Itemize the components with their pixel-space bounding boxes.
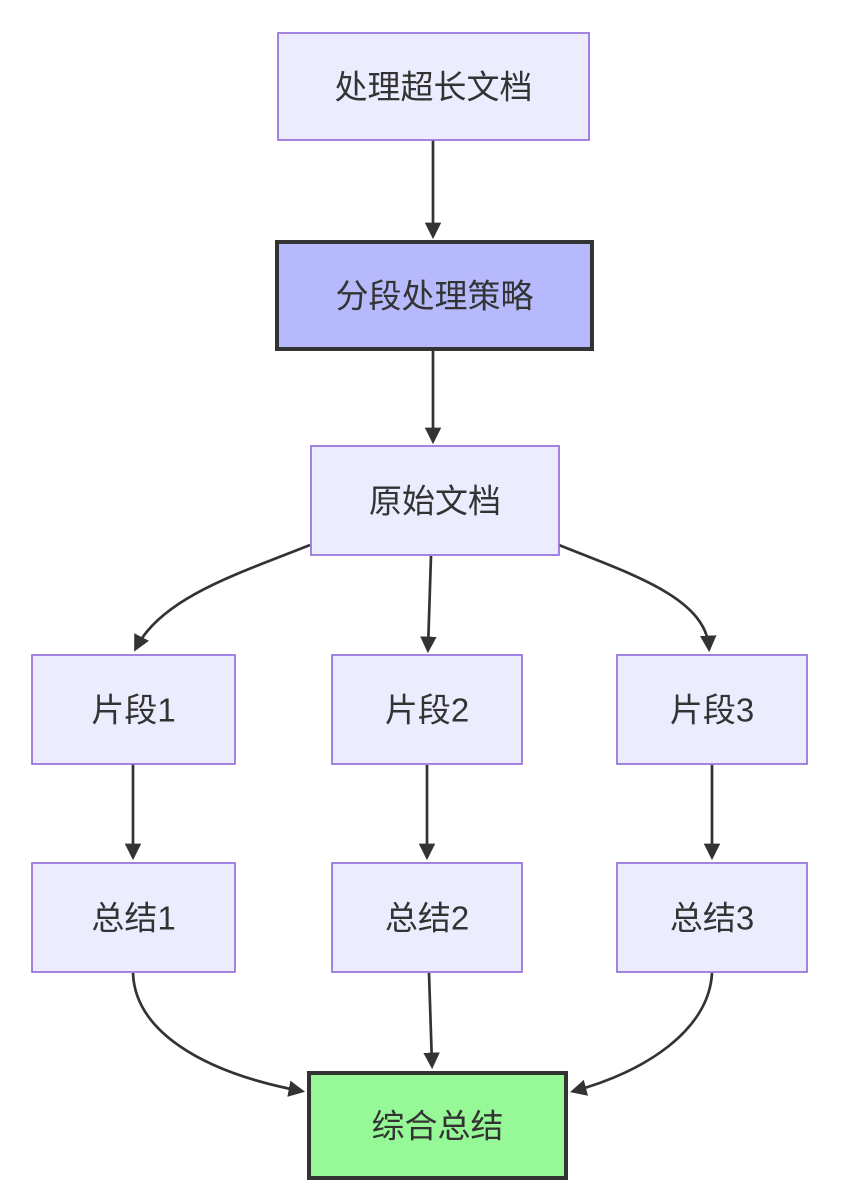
node-summary3-label: 总结3 bbox=[670, 900, 754, 937]
edge-summary2-to-final bbox=[423, 972, 440, 1070]
node-chunk2-box bbox=[331, 654, 523, 765]
node-chunk3-box bbox=[616, 654, 808, 765]
node-start-label: 处理超长文档 bbox=[335, 69, 533, 106]
node-summary1: 总结1 bbox=[31, 862, 236, 973]
node-summary2-label: 总结2 bbox=[385, 900, 469, 937]
node-summary3: 总结3 bbox=[616, 862, 808, 973]
node-chunk3: 片段3 bbox=[616, 654, 808, 765]
node-doc-box bbox=[310, 445, 560, 556]
node-summary2-box bbox=[331, 862, 523, 973]
node-summary2: 总结2 bbox=[331, 862, 523, 973]
edge-doc-to-chunk1 bbox=[134, 543, 311, 652]
edge-doc-to-chunk2 bbox=[420, 555, 437, 654]
node-chunk1-label: 片段1 bbox=[91, 692, 175, 729]
node-summary1-label: 总结1 bbox=[91, 900, 175, 937]
node-doc-label: 原始文档 bbox=[369, 483, 501, 520]
edge-summary1-to-final bbox=[131, 972, 306, 1097]
edge-summary3-to-final bbox=[570, 972, 714, 1096]
edges-layer bbox=[124, 140, 721, 1097]
nodes-layer: 处理超长文档 分段处理策略 原始文档 片段1 片段2 片段3 总结1 bbox=[31, 32, 808, 1180]
node-final-label: 综合总结 bbox=[372, 1108, 504, 1145]
node-strategy-label: 分段处理策略 bbox=[336, 278, 534, 315]
node-chunk2: 片段2 bbox=[331, 654, 523, 765]
node-final-box bbox=[307, 1071, 568, 1180]
node-start: 处理超长文档 bbox=[277, 32, 590, 141]
node-start-box bbox=[277, 32, 590, 141]
edge-doc-to-chunk3 bbox=[558, 543, 717, 653]
node-summary1-box bbox=[31, 862, 236, 973]
node-summary3-box bbox=[616, 862, 808, 973]
node-final: 综合总结 bbox=[307, 1071, 568, 1180]
node-strategy: 分段处理策略 bbox=[275, 240, 594, 351]
node-chunk1: 片段1 bbox=[31, 654, 236, 765]
node-chunk1-box bbox=[31, 654, 236, 765]
node-doc: 原始文档 bbox=[310, 445, 560, 556]
node-strategy-box bbox=[275, 240, 594, 351]
node-chunk3-label: 片段3 bbox=[670, 692, 754, 729]
node-chunk2-label: 片段2 bbox=[385, 692, 469, 729]
